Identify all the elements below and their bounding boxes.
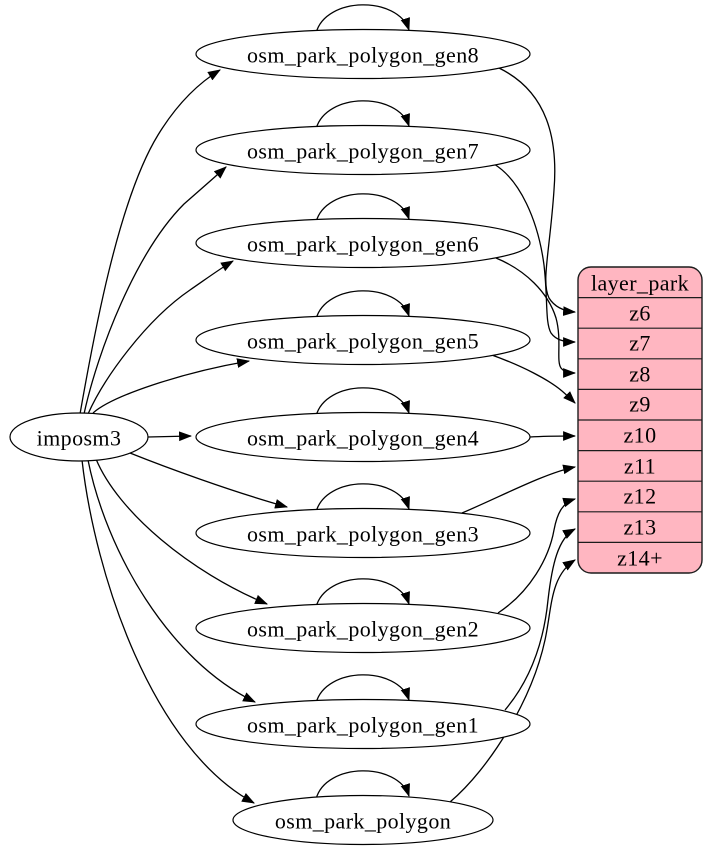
edges-from-source xyxy=(79,69,289,804)
layer-park-row-z11: z11 xyxy=(624,454,656,479)
node-imposm3: imposm3 xyxy=(9,412,149,462)
gen5-label: osm_park_polygon_gen5 xyxy=(247,329,479,354)
node-osm-park-polygon-gen2: osm_park_polygon_gen2 xyxy=(195,602,531,654)
edge-gen3-to-z11 xyxy=(461,464,577,514)
gen5-ellipse xyxy=(195,314,531,366)
gen8-label: osm_park_polygon_gen8 xyxy=(247,43,479,68)
layer-park-row-z10: z10 xyxy=(624,423,657,448)
edge-imposm3-to-gen8 xyxy=(79,69,221,415)
layer-park-row-z6: z6 xyxy=(629,301,651,326)
gen1-label: osm_park_polygon_gen1 xyxy=(247,713,479,738)
self-loop-gen8 xyxy=(315,4,410,34)
self-loop-edges xyxy=(315,4,410,800)
node-osm-park-polygon-gen7: osm_park_polygon_gen7 xyxy=(195,124,531,176)
edge-imposm3-to-polygon xyxy=(81,459,255,804)
edge-gen6-to-z8 xyxy=(495,257,577,378)
self-loop-polygon xyxy=(315,770,410,800)
layer-park-record: layer_park z6 z7 z8 z9 z10 z11 z12 z13 z… xyxy=(577,266,703,574)
polygon-ellipse xyxy=(232,794,494,846)
node-osm-park-polygon-gen3: osm_park_polygon_gen3 xyxy=(195,507,531,559)
gen2-label: osm_park_polygon_gen2 xyxy=(247,617,479,642)
self-loop-gen3 xyxy=(315,483,410,513)
imposm3-label: imposm3 xyxy=(37,426,122,451)
layer-park-row-z13: z13 xyxy=(624,515,657,540)
gen2-ellipse xyxy=(195,602,531,654)
self-loop-gen2 xyxy=(315,578,410,608)
layer-park-row-z9: z9 xyxy=(629,392,651,417)
imposm3-ellipse xyxy=(9,412,149,462)
gen6-label: osm_park_polygon_gen6 xyxy=(247,232,479,257)
node-osm-park-polygon-gen5: osm_park_polygon_gen5 xyxy=(195,314,531,366)
node-osm-park-polygon: osm_park_polygon xyxy=(232,794,494,846)
edge-imposm3-to-gen5 xyxy=(92,358,251,414)
gen1-ellipse xyxy=(195,698,531,750)
edge-gen8-to-z6 xyxy=(498,67,577,316)
gen3-ellipse xyxy=(195,507,531,559)
gen7-label: osm_park_polygon_gen7 xyxy=(247,139,479,164)
edge-gen4-to-z10 xyxy=(529,431,577,441)
self-loop-gen5 xyxy=(315,290,410,320)
edge-gen5-to-z9 xyxy=(488,353,576,404)
edge-imposm3-to-gen1 xyxy=(87,459,256,703)
layer-park-row-z14plus: z14+ xyxy=(617,546,663,571)
edge-polygon-to-z14plus xyxy=(449,559,576,803)
node-osm-park-polygon-gen6: osm_park_polygon_gen6 xyxy=(195,217,531,269)
edges-to-layer-record xyxy=(449,67,577,803)
layer-park-row-z12: z12 xyxy=(624,484,657,509)
layer-park-row-z8: z8 xyxy=(629,362,651,387)
gen4-label: osm_park_polygon_gen4 xyxy=(247,426,479,451)
self-loop-gen7 xyxy=(315,100,410,130)
layer-park-row-z7: z7 xyxy=(629,331,651,356)
edge-gen2-to-z12 xyxy=(497,497,577,614)
self-loop-gen1 xyxy=(315,674,410,704)
self-loop-gen4 xyxy=(315,387,410,417)
layer-park-row-separators xyxy=(578,297,702,544)
node-osm-park-polygon-gen4: osm_park_polygon_gen4 xyxy=(195,411,531,463)
node-osm-park-polygon-gen1: osm_park_polygon_gen1 xyxy=(195,698,531,750)
gen7-ellipse xyxy=(195,124,531,176)
polygon-label: osm_park_polygon xyxy=(275,809,451,834)
gen8-ellipse xyxy=(195,28,531,80)
edge-imposm3-to-gen7 xyxy=(83,166,227,415)
edge-imposm3-to-gen2 xyxy=(95,458,269,605)
self-loop-gen6 xyxy=(315,193,410,223)
layer-park-header: layer_park xyxy=(591,271,689,296)
edge-imposm3-to-gen6 xyxy=(87,260,234,415)
gen4-ellipse xyxy=(195,411,531,463)
node-osm-park-polygon-gen8: osm_park_polygon_gen8 xyxy=(195,28,531,80)
edge-gen1-to-z13 xyxy=(504,528,576,711)
gen6-ellipse xyxy=(195,217,531,269)
edge-imposm3-to-gen4 xyxy=(147,431,193,442)
gen3-label: osm_park_polygon_gen3 xyxy=(247,522,479,547)
edge-imposm3-to-gen3 xyxy=(129,452,289,509)
